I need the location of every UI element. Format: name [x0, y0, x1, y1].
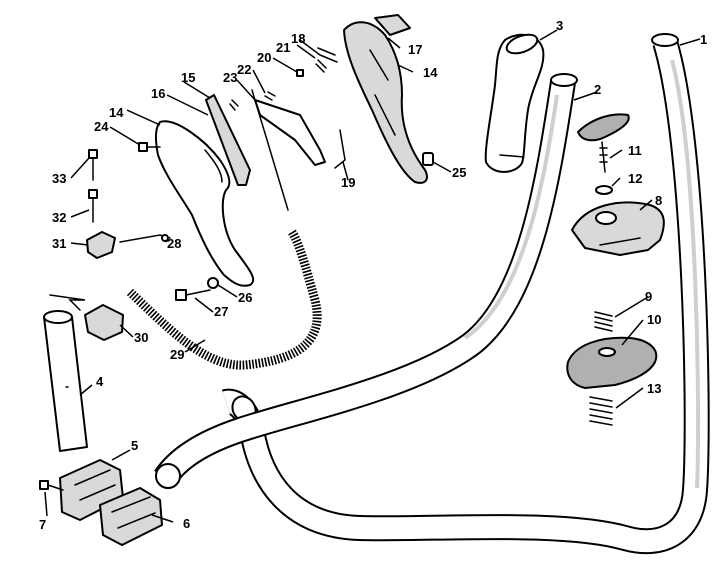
spring-part-9: [594, 311, 613, 332]
callout-30: 30: [134, 330, 148, 345]
callout-27: 27: [214, 304, 228, 319]
callout-6: 6: [183, 516, 190, 531]
screw-part-32: [88, 189, 98, 223]
callout-11: 11: [628, 143, 642, 158]
clamp-part-10: [566, 336, 658, 389]
handle-housing-part-14: [154, 120, 255, 287]
screw-part-27: [175, 289, 211, 301]
terminal-part-31: [86, 231, 116, 259]
callout-10: 10: [647, 312, 661, 327]
screw-part-20: [296, 69, 304, 77]
slide-part-17: [374, 14, 411, 36]
callout-4: 4: [96, 374, 104, 389]
callout-14-upper: 14: [423, 65, 438, 80]
leader-lines: [44, 29, 701, 523]
callout-12: 12: [628, 171, 642, 186]
callout-labels: 1 2 3 4 5 6 7 8 9 10 11 12 13 14 14 15 1…: [39, 18, 707, 532]
u-handle-tube-part-2: [154, 73, 578, 489]
callout-18: 18: [291, 31, 305, 46]
callout-31: 31: [52, 236, 66, 251]
washer-part-26: [207, 277, 219, 289]
control-cable-part-29: [126, 89, 323, 371]
spring-part-21: [315, 59, 327, 73]
spring-part-23: [264, 91, 276, 101]
spring-part-16: [229, 99, 239, 111]
clip-part-18: [317, 47, 338, 63]
callout-22: 22: [237, 62, 251, 77]
callout-29: 29: [170, 347, 184, 362]
callout-32: 32: [52, 210, 66, 225]
wire-lead-part-28: [119, 234, 171, 243]
callout-5: 5: [131, 438, 138, 453]
interlock-lever-part-22: [254, 99, 326, 166]
screw-part-24: [138, 142, 161, 152]
callout-2: 2: [594, 82, 601, 97]
callout-33: 33: [52, 171, 66, 186]
callout-20: 20: [257, 50, 271, 65]
callout-23: 23: [223, 70, 237, 85]
callout-8: 8: [655, 193, 662, 208]
clamp-half-part-6: [99, 487, 163, 546]
screw-part-25: [422, 152, 434, 166]
grip-part-3: [484, 33, 545, 173]
callout-16: 16: [151, 86, 165, 101]
screw-part-7: [39, 480, 64, 491]
callout-24: 24: [94, 119, 109, 134]
callout-9: 9: [645, 289, 652, 304]
washer-part-12: [595, 185, 613, 195]
wire-part-19: [334, 129, 346, 169]
callout-17: 17: [408, 42, 422, 57]
callout-21: 21: [276, 40, 290, 55]
trigger-lever-part-15: [205, 94, 251, 186]
callout-14-lower: 14: [109, 105, 124, 120]
callout-26: 26: [238, 290, 252, 305]
callout-28: 28: [167, 236, 181, 251]
callout-13: 13: [647, 381, 661, 396]
callout-19: 19: [341, 175, 355, 190]
callout-1: 1: [700, 32, 707, 47]
control-housing-part-14: [343, 21, 428, 184]
switch-part-30: [49, 294, 124, 341]
short-tube-part-4: [43, 310, 88, 452]
spring-part-13: [589, 396, 613, 426]
callout-7: 7: [39, 517, 46, 532]
mount-cover-part-8: [571, 201, 665, 256]
callout-25: 25: [452, 165, 466, 180]
callout-15: 15: [181, 70, 195, 85]
handlebar-tube-part-1: [221, 33, 710, 555]
screw-part-33: [88, 149, 98, 181]
callout-3: 3: [556, 18, 563, 33]
wing-knob-part-11: [577, 113, 630, 173]
